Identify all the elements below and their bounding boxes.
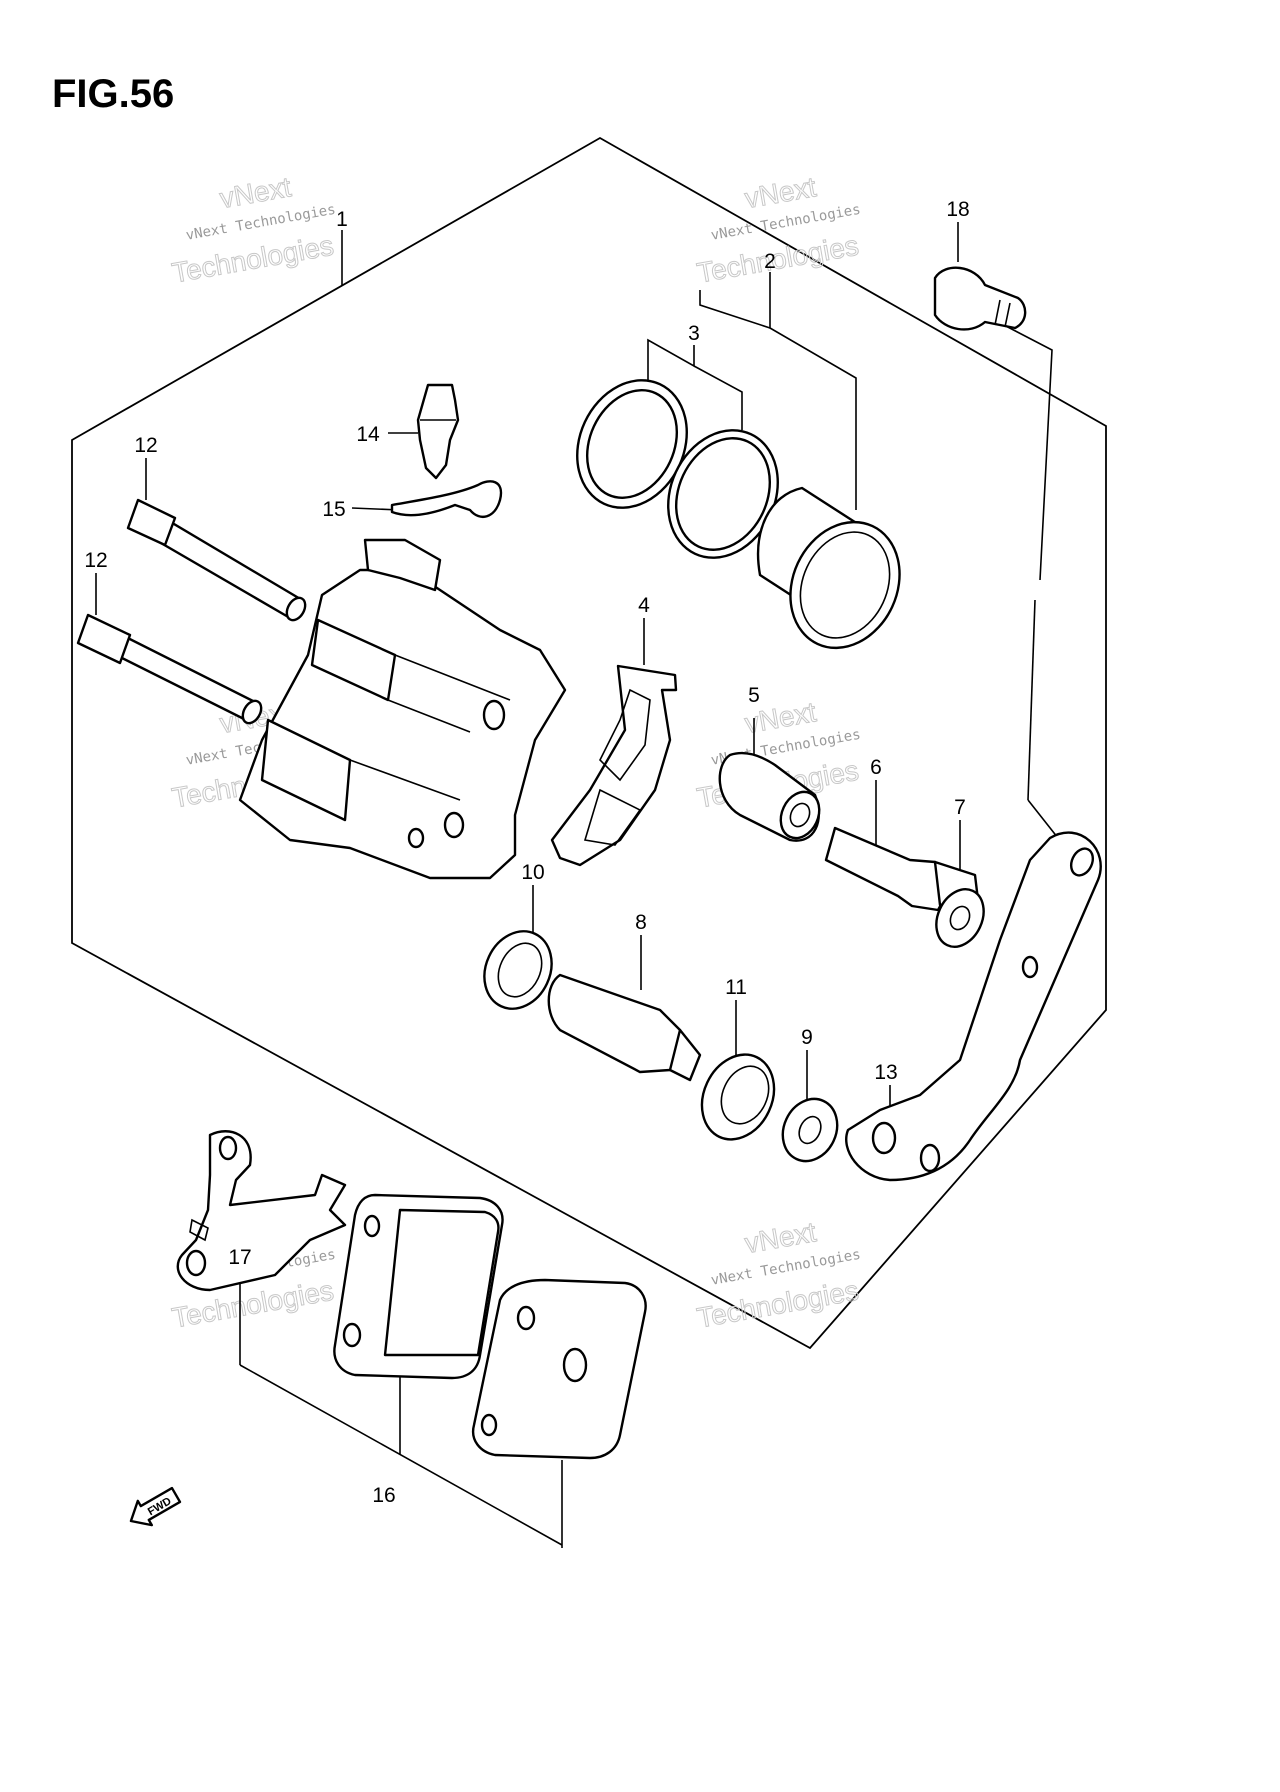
callout-16: 16 xyxy=(372,1484,395,1507)
piston-seal-small xyxy=(667,429,779,559)
callout-11: 11 xyxy=(725,976,747,999)
callout-18: 18 xyxy=(946,198,969,221)
fwd-badge: FWD xyxy=(129,1486,182,1527)
washer-7 xyxy=(935,888,985,948)
watermark-text: vNext xyxy=(742,171,818,214)
callout-5: 5 xyxy=(748,684,760,707)
slide-pin-8 xyxy=(547,973,702,1082)
pad-spring xyxy=(550,664,678,867)
watermark-1: vNext vNext Technologies Technologies xyxy=(169,171,337,289)
watermark-text: vNext xyxy=(742,1216,818,1259)
callout-17: 17 xyxy=(228,1246,251,1269)
callout-2: 2 xyxy=(764,250,776,273)
slide-pin-upper xyxy=(126,498,307,622)
brake-pad-inner xyxy=(471,1278,647,1460)
callout-13: 13 xyxy=(874,1061,897,1084)
figure-title: FIG.56 xyxy=(52,72,175,116)
callout-7: 7 xyxy=(954,796,966,819)
forward-arrow-icon xyxy=(129,1486,182,1527)
washer-9 xyxy=(781,1097,839,1163)
bleeder-screw xyxy=(416,383,460,480)
watermark-2: vNext vNext Technologies Technologies xyxy=(694,171,862,289)
caliper-bracket xyxy=(845,831,1102,1182)
callout-9: 9 xyxy=(801,1026,813,1049)
bleeder-clip xyxy=(390,480,503,519)
callout-labels: 1 2 3 4 5 6 7 8 9 10 11 12 12 13 14 15 1… xyxy=(84,198,969,1507)
caliper-body xyxy=(238,538,567,880)
boot-10 xyxy=(483,930,553,1010)
pin-boot xyxy=(718,751,821,842)
callout-4: 4 xyxy=(638,594,650,617)
callout-8: 8 xyxy=(635,911,647,934)
caliper-piston xyxy=(756,486,901,650)
callout-1: 1 xyxy=(336,208,348,231)
callout-3: 3 xyxy=(688,322,700,345)
callout-15: 15 xyxy=(322,498,345,521)
pad-shim xyxy=(176,1130,347,1292)
watermark-6: vNext vNext Technologies Technologies xyxy=(694,1216,862,1334)
boot-11 xyxy=(700,1053,776,1141)
watermark-text: vNext xyxy=(217,171,293,214)
callout-12-upper: 12 xyxy=(134,434,157,457)
piston-seal-large xyxy=(576,379,688,509)
caliper-bolt xyxy=(933,266,1027,331)
brake-pad-outer xyxy=(333,1193,504,1380)
leader-lines xyxy=(95,222,1059,1548)
callout-10: 10 xyxy=(521,861,544,884)
callout-6: 6 xyxy=(870,756,882,779)
callout-14: 14 xyxy=(356,423,380,446)
slide-pin-lower xyxy=(76,613,263,725)
assembly-frame xyxy=(71,136,1107,1350)
callout-12-lower: 12 xyxy=(84,549,107,572)
